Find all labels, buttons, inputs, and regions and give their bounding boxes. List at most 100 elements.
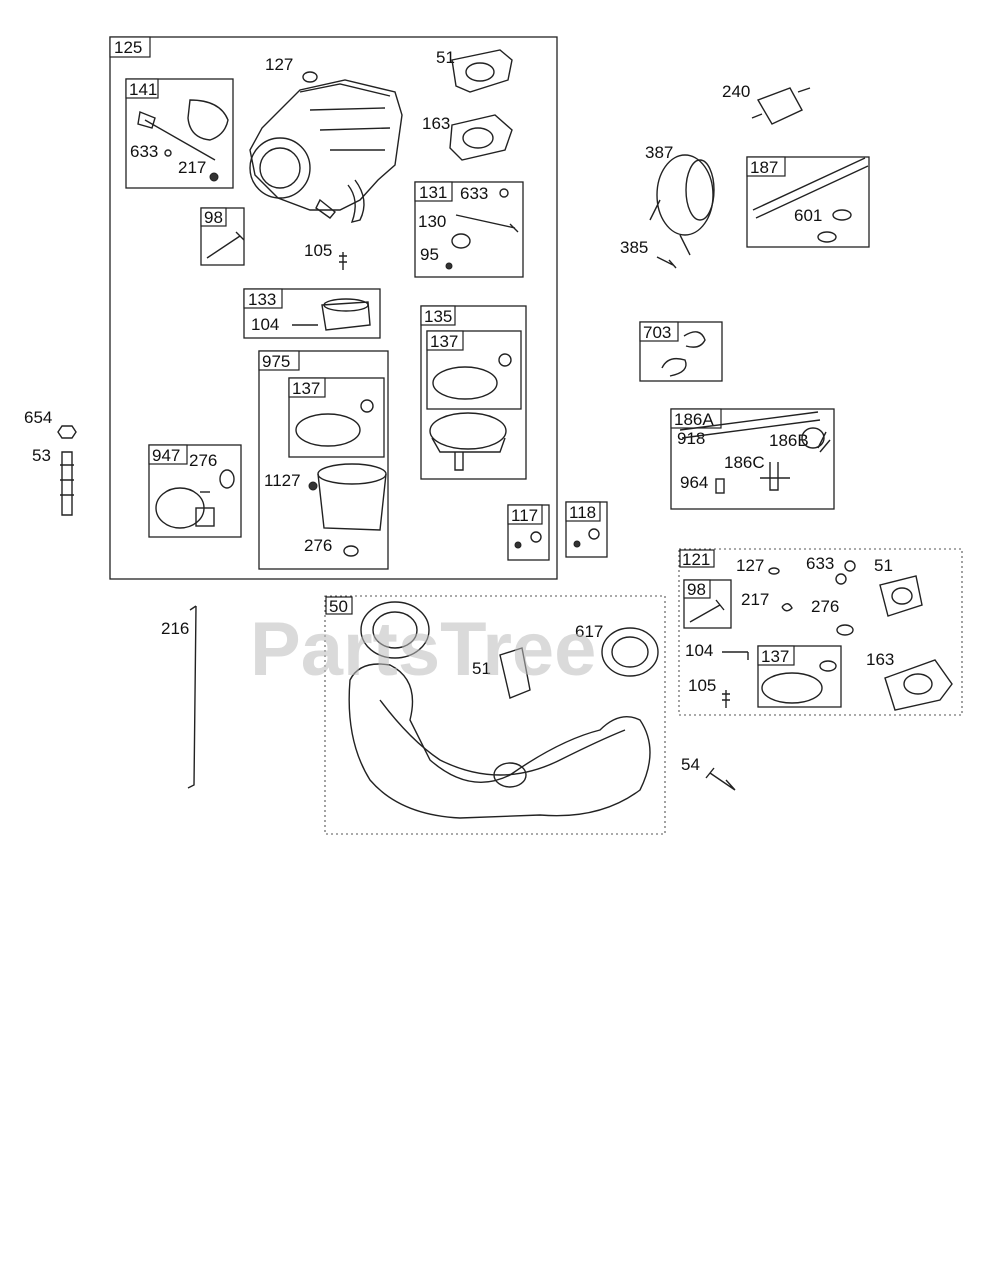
callout-104-kit[interactable]: 104 <box>685 641 713 660</box>
seal-633b-part[interactable] <box>499 188 509 198</box>
callout-163-kit[interactable]: 163 <box>866 650 894 669</box>
fuel-line-187-part[interactable] <box>752 157 869 219</box>
fuel-bowl-135-part[interactable] <box>429 412 507 471</box>
callout-186C[interactable]: 186C <box>724 453 765 472</box>
callout-633-kit[interactable]: 633 <box>806 554 834 573</box>
screw-385-part[interactable] <box>656 256 677 269</box>
plug-127-part[interactable] <box>302 71 318 83</box>
bolt-54-part[interactable] <box>705 767 736 791</box>
washer-276c-part[interactable] <box>836 624 854 636</box>
intake-manifold-50-part[interactable] <box>348 601 651 819</box>
callout-53[interactable]: 53 <box>32 446 51 465</box>
callout-186B[interactable]: 186B <box>769 431 809 450</box>
callout-51-manifold[interactable]: 51 <box>472 659 491 678</box>
callout-1127[interactable]: 1127 <box>264 471 301 490</box>
gasket-617-part[interactable] <box>601 627 659 677</box>
callout-117[interactable]: 117 <box>511 506 538 525</box>
choke-plate-part[interactable] <box>451 233 471 249</box>
callout-137-975[interactable]: 137 <box>292 379 320 398</box>
callout-187[interactable]: 187 <box>750 158 778 177</box>
callout-633-141[interactable]: 633 <box>130 142 158 161</box>
callout-98-main[interactable]: 98 <box>204 208 223 227</box>
callout-240[interactable]: 240 <box>722 82 750 101</box>
callout-964[interactable]: 964 <box>680 473 708 492</box>
seal-117-part[interactable] <box>530 531 542 543</box>
callout-130[interactable]: 130 <box>418 212 446 231</box>
gasket-163b-part[interactable] <box>884 659 953 711</box>
fuel-bowl-975-part[interactable] <box>317 463 387 531</box>
callout-135[interactable]: 135 <box>424 307 452 326</box>
throttle-shaft-part[interactable] <box>137 99 229 161</box>
callout-54[interactable]: 54 <box>681 755 700 774</box>
fuel-pump-387-part[interactable] <box>649 154 715 256</box>
callout-633-131[interactable]: 633 <box>460 184 488 203</box>
clamp-601b-part[interactable] <box>817 231 837 243</box>
jet-118-part[interactable] <box>573 540 581 548</box>
clamp-964-part[interactable] <box>715 478 725 494</box>
washer-276a-part[interactable] <box>219 469 235 489</box>
callout-703[interactable]: 703 <box>643 323 671 342</box>
jet-117-part[interactable] <box>514 541 522 549</box>
gasket-51-part[interactable] <box>451 49 513 93</box>
fuel-line-918-part[interactable] <box>679 411 821 439</box>
oring-137c-part[interactable] <box>819 660 837 672</box>
oring-137b-part[interactable] <box>360 399 374 413</box>
fitting-186C-part[interactable] <box>760 462 790 491</box>
stud-53-part[interactable] <box>60 451 74 516</box>
screw-98b-part[interactable] <box>689 599 725 623</box>
callout-216[interactable]: 216 <box>161 619 189 638</box>
pin-104b-part[interactable] <box>722 651 749 660</box>
callout-121[interactable]: 121 <box>682 550 710 569</box>
gasket-51b-part[interactable] <box>499 647 531 699</box>
callout-125[interactable]: 125 <box>114 38 142 57</box>
callout-127-top[interactable]: 127 <box>265 55 293 74</box>
callout-387[interactable]: 387 <box>645 143 673 162</box>
callout-98-kit[interactable]: 98 <box>687 580 706 599</box>
plug-127b-part[interactable] <box>768 567 780 575</box>
callout-186A[interactable]: 186A <box>674 410 714 429</box>
callout-217-141[interactable]: 217 <box>178 158 206 177</box>
clamp-703a-part[interactable] <box>683 331 706 348</box>
gasket-163-part[interactable] <box>449 114 513 161</box>
fuel-filter-240-part[interactable] <box>751 87 811 125</box>
callout-131[interactable]: 131 <box>419 183 447 202</box>
plate-137c-part[interactable] <box>761 672 823 704</box>
callout-654[interactable]: 654 <box>24 408 52 427</box>
float-133-part[interactable] <box>321 298 371 331</box>
gasket-51c-part[interactable] <box>879 575 923 617</box>
callout-104-main[interactable]: 104 <box>251 315 279 334</box>
screw-1127-part[interactable] <box>308 481 318 491</box>
callout-947[interactable]: 947 <box>152 446 180 465</box>
plate-137-part[interactable] <box>432 366 498 400</box>
callout-276-947[interactable]: 276 <box>189 451 217 470</box>
callout-163-top[interactable]: 163 <box>422 114 450 133</box>
washer-276-part[interactable] <box>343 545 359 557</box>
callout-95[interactable]: 95 <box>420 245 439 264</box>
link-216-part[interactable] <box>187 605 197 789</box>
valve-186B-part[interactable] <box>801 427 831 453</box>
callout-51-top[interactable]: 51 <box>436 48 455 67</box>
callout-105-main[interactable]: 105 <box>304 241 332 260</box>
callout-137-135[interactable]: 137 <box>430 332 458 351</box>
seal-633-part[interactable] <box>164 149 172 157</box>
callout-50[interactable]: 50 <box>329 597 348 616</box>
callout-276-kit[interactable]: 276 <box>811 597 839 616</box>
callout-133[interactable]: 133 <box>248 290 276 309</box>
spring-217b-part[interactable] <box>781 603 793 612</box>
callout-118[interactable]: 118 <box>569 503 596 522</box>
clamp-703b-part[interactable] <box>661 357 687 377</box>
plate-137b-part[interactable] <box>295 413 361 447</box>
callout-975[interactable]: 975 <box>262 352 290 371</box>
callout-141[interactable]: 141 <box>129 80 157 99</box>
screw-95-part[interactable] <box>445 262 453 270</box>
callout-127-kit[interactable]: 127 <box>736 556 764 575</box>
callout-385[interactable]: 385 <box>620 238 648 257</box>
screw-105b-part[interactable] <box>722 690 730 708</box>
screw-105-part[interactable] <box>339 252 347 270</box>
callout-617[interactable]: 617 <box>575 622 603 641</box>
screw-98-part[interactable] <box>206 231 245 259</box>
callout-137-kit[interactable]: 137 <box>761 647 789 666</box>
oring-137-part[interactable] <box>498 353 512 367</box>
solenoid-947-part[interactable] <box>155 487 215 529</box>
callout-276-975[interactable]: 276 <box>304 536 332 555</box>
